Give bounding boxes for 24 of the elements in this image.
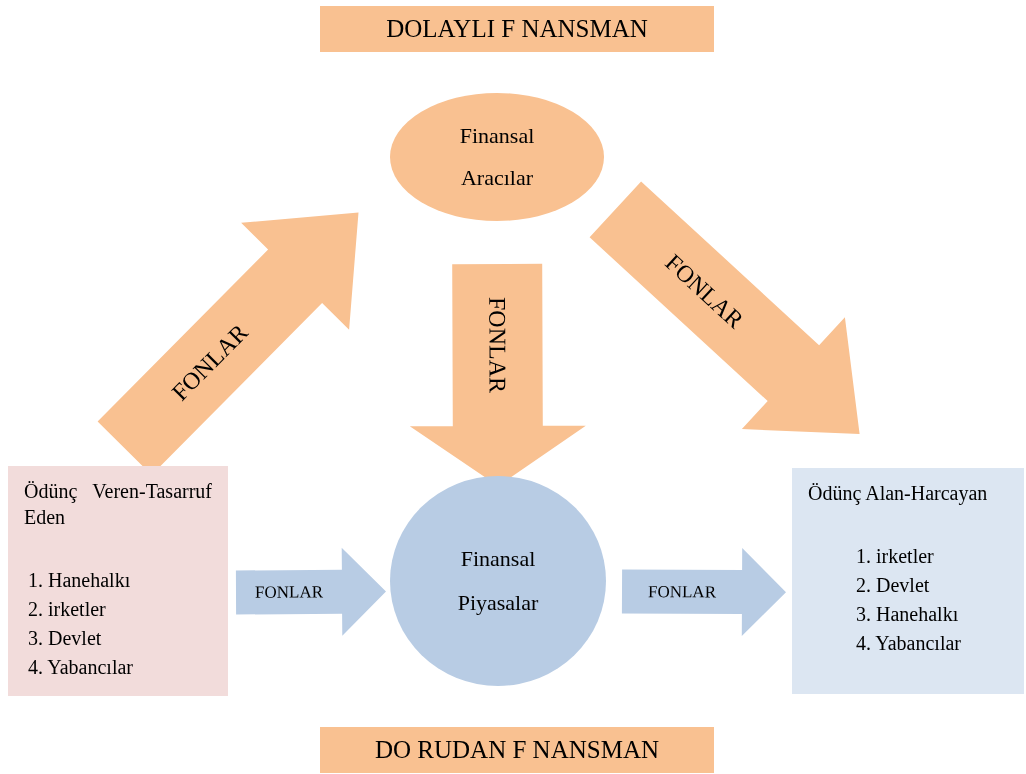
node-label: Finansal Piyasalar: [456, 545, 540, 617]
list-item: 4. Yabancılar: [27, 655, 134, 680]
block-arrow: [621, 548, 786, 637]
title-banner: [320, 6, 714, 52]
list-box: [792, 468, 1024, 694]
edge-label: FONLAR: [254, 583, 324, 601]
list-box: [8, 466, 228, 696]
box-heading: Ödünç Alan-Harcayan: [808, 481, 989, 506]
node-label: DOLAYLI F NANSMAN: [386, 14, 648, 45]
node-label: Finansal Aracılar: [458, 122, 536, 192]
list-item: 1. irketler: [855, 544, 935, 569]
edge-label: FONLAR: [647, 583, 717, 601]
list-item: 3. Hanehalkı: [855, 602, 960, 627]
block-arrow: [235, 547, 386, 636]
list-item: 1. Hanehalkı: [27, 568, 132, 593]
list-item: 4. Yabancılar: [855, 631, 962, 656]
node-label: DO RUDAN F NANSMAN: [374, 735, 660, 766]
edge-label: FONLAR: [485, 296, 510, 394]
list-item: 3. Devlet: [27, 626, 103, 651]
block-arrow: [589, 181, 860, 435]
title-banner: [320, 727, 714, 773]
list-item: 2. Devlet: [855, 573, 931, 598]
list-item: 2. irketler: [27, 597, 107, 622]
box-heading: Ödünç Veren-Tasarruf Eden: [24, 479, 212, 530]
